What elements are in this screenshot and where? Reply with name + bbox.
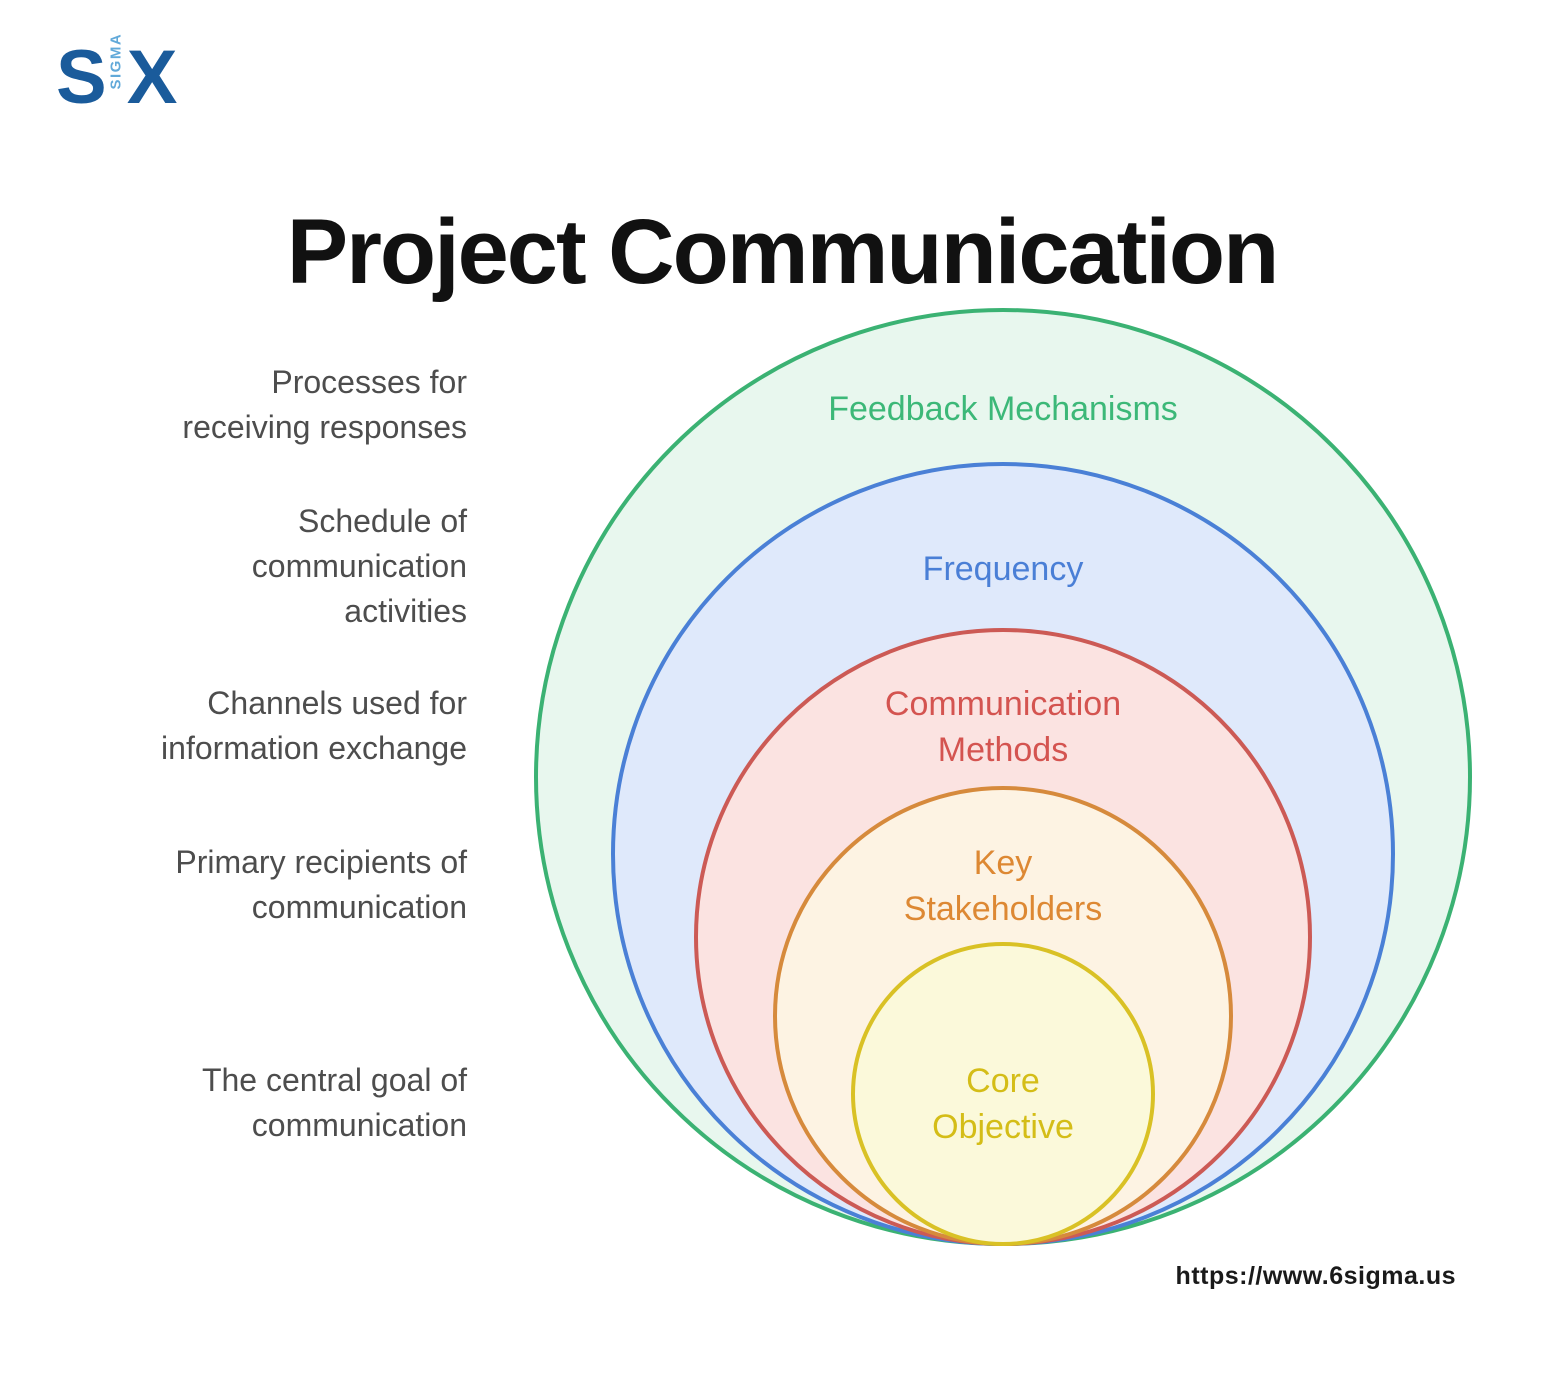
ring-label-feedback-mechanisms: Feedback Mechanisms <box>828 390 1178 428</box>
description-core-objective: The central goal of communication <box>201 1062 467 1143</box>
ring-label-communication-methods: Communication Methods <box>884 685 1122 769</box>
ring-label-frequency: Frequency <box>922 550 1084 588</box>
description-frequency: Schedule of communication activities <box>251 503 467 629</box>
logo-letter-s: S <box>56 35 107 120</box>
ring-label-key-stakeholders: Key Stakeholders <box>903 844 1103 928</box>
page-title: Project Communication <box>286 200 1280 303</box>
description-feedback-mechanisms: Processes for receiving responses <box>182 364 467 445</box>
ring-label-core-objective: Core Objective <box>932 1062 1074 1146</box>
description-communication-methods: Channels used for information exchange <box>161 685 467 766</box>
logo-letter-x: X <box>126 35 178 120</box>
description-key-stakeholders: Primary recipients of communication <box>175 844 467 925</box>
ring-circle-core-objective <box>851 942 1155 1246</box>
source-url: https://www.6sigma.us <box>1175 1262 1456 1290</box>
six-sigma-logo: S SIGMA X <box>56 32 178 120</box>
